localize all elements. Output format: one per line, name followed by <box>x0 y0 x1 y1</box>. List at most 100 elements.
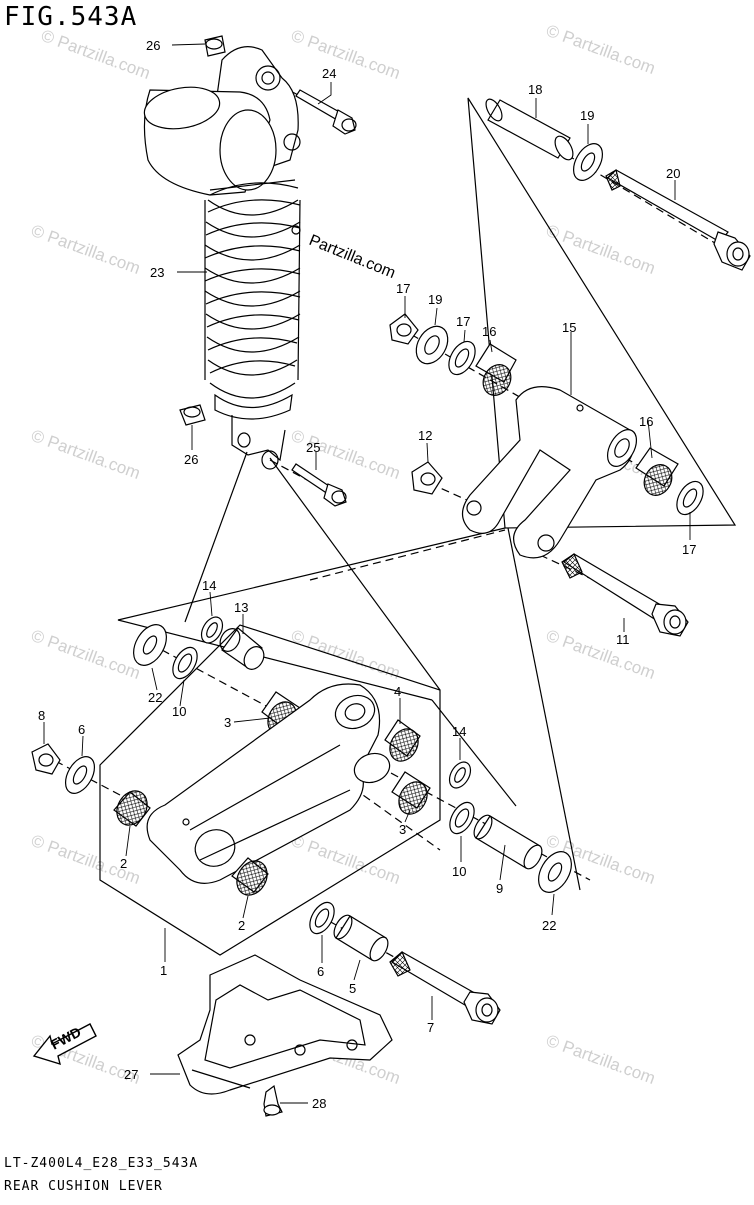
figure-code: LT-Z400L4_E28_E33_543A <box>4 1156 199 1171</box>
callout-23: 23 <box>150 265 164 280</box>
watermark: © Partzilla.com <box>544 21 658 78</box>
callout-5: 5 <box>349 981 356 996</box>
callout-12: 12 <box>418 428 432 443</box>
callout-17-mid: 17 <box>456 314 470 329</box>
callout-10-upper: 10 <box>172 704 186 719</box>
callout-26-lower: 26 <box>184 452 198 467</box>
callout-25: 25 <box>306 440 320 455</box>
washer-part-19-mid <box>415 325 449 365</box>
bolt-part-20 <box>605 169 751 271</box>
group-outline-lever-box <box>99 624 441 956</box>
figure-name: REAR CUSHION LEVER <box>4 1179 163 1194</box>
collar-part-13 <box>219 627 265 670</box>
callout-18: 18 <box>528 82 542 97</box>
callout-28: 28 <box>312 1096 326 1111</box>
callout-3-lower: 3 <box>399 822 406 837</box>
callout-27: 27 <box>124 1067 138 1082</box>
axis-line <box>309 529 506 581</box>
callout-22-upper: 22 <box>148 690 162 705</box>
shock-absorber <box>143 46 301 470</box>
callout-26-top: 26 <box>146 38 160 53</box>
washer-part-6-left <box>64 756 96 794</box>
callout-24: 24 <box>322 66 336 81</box>
outline-line <box>507 527 581 891</box>
callout-13: 13 <box>234 600 248 615</box>
callout-9: 9 <box>496 881 503 896</box>
nut-part-17-upper <box>389 313 419 345</box>
callout-16-left: 16 <box>482 324 496 339</box>
callout-6-lower: 6 <box>317 964 324 979</box>
watermark: © Partzilla.com <box>39 26 153 83</box>
seal-part-14-lower <box>448 761 472 789</box>
callout-6-left: 6 <box>78 722 85 737</box>
callout-4: 4 <box>394 684 401 699</box>
washer-part-17-mid <box>448 340 476 376</box>
callout-10-lower: 10 <box>452 864 466 879</box>
callout-17-right: 17 <box>682 542 696 557</box>
nut-part-26-lower <box>179 404 206 426</box>
washer-part-22-lower <box>538 851 572 893</box>
bearing-part-4 <box>384 719 421 762</box>
watermark: © Partzilla.com <box>29 626 143 683</box>
washer-part-22-upper <box>133 624 167 666</box>
callout-19-mid: 19 <box>428 292 442 307</box>
callout-8: 8 <box>38 708 45 723</box>
watermark-center: Partzilla.com <box>307 232 398 282</box>
leader-lines <box>43 43 691 1104</box>
callout-19-top: 19 <box>580 108 594 123</box>
collar-part-5 <box>333 914 389 962</box>
group-outline-middle <box>117 527 506 701</box>
callout-14-lower: 14 <box>452 724 466 739</box>
watermark: © Partzilla.com <box>289 26 403 83</box>
seal-part-10-lower <box>449 801 475 835</box>
cushion-rod-part-15 <box>461 386 638 559</box>
bolt-part-24 <box>295 89 357 135</box>
callout-22-lower: 22 <box>542 918 556 933</box>
figure-title: FIG.543A <box>4 2 138 32</box>
watermark: © Partzilla.com <box>29 221 143 278</box>
collar-part-18 <box>485 98 574 161</box>
callout-11: 11 <box>616 632 630 647</box>
guard-part-27 <box>177 954 393 1095</box>
callout-2-lower: 2 <box>238 918 245 933</box>
bolt-part-28 <box>263 1084 283 1117</box>
washer-part-17-right <box>676 480 704 516</box>
watermark: © Partzilla.com <box>29 426 143 483</box>
cushion-lever-part-1 <box>146 683 391 884</box>
callout-20: 20 <box>666 166 680 181</box>
outline-line <box>184 451 248 623</box>
watermark: © Partzilla.com <box>289 626 403 683</box>
callout-16-right: 16 <box>639 414 653 429</box>
seal-part-10-upper <box>172 646 198 680</box>
group-outline-upper-right <box>467 97 737 529</box>
callout-15: 15 <box>562 320 576 335</box>
watermark: © Partzilla.com <box>544 221 658 278</box>
washer-part-6-lower <box>309 901 335 935</box>
bolt-part-25 <box>291 463 347 507</box>
outline-line <box>269 457 441 691</box>
nut-part-26-top <box>204 35 226 57</box>
seal-part-14-upper <box>200 616 224 644</box>
callout-14-upper: 14 <box>202 578 216 593</box>
bolt-part-7 <box>389 951 501 1025</box>
callout-7: 7 <box>427 1020 434 1035</box>
watermark: © Partzilla.com <box>544 1031 658 1088</box>
watermark: © Partzilla.com <box>289 831 403 888</box>
callout-2-left: 2 <box>120 856 127 871</box>
nut-part-8 <box>31 743 61 775</box>
callout-17-upper: 17 <box>396 281 410 296</box>
nut-part-12 <box>411 461 443 495</box>
washer-part-19-top <box>572 143 604 181</box>
callout-1: 1 <box>160 963 167 978</box>
bearing-part-2-left <box>113 790 151 827</box>
collar-part-9 <box>473 814 543 870</box>
bolt-part-11 <box>561 553 689 637</box>
callout-3-upper: 3 <box>224 715 231 730</box>
watermark: © Partzilla.com <box>544 626 658 683</box>
leader-outline <box>431 699 517 807</box>
bushing-part-16-left <box>475 343 517 396</box>
bearing-part-2-lower <box>231 857 269 896</box>
callout-labels: 26 24 18 19 20 23 17 19 17 16 15 16 26 2… <box>38 38 696 1111</box>
bushing-part-16-right <box>635 447 679 496</box>
